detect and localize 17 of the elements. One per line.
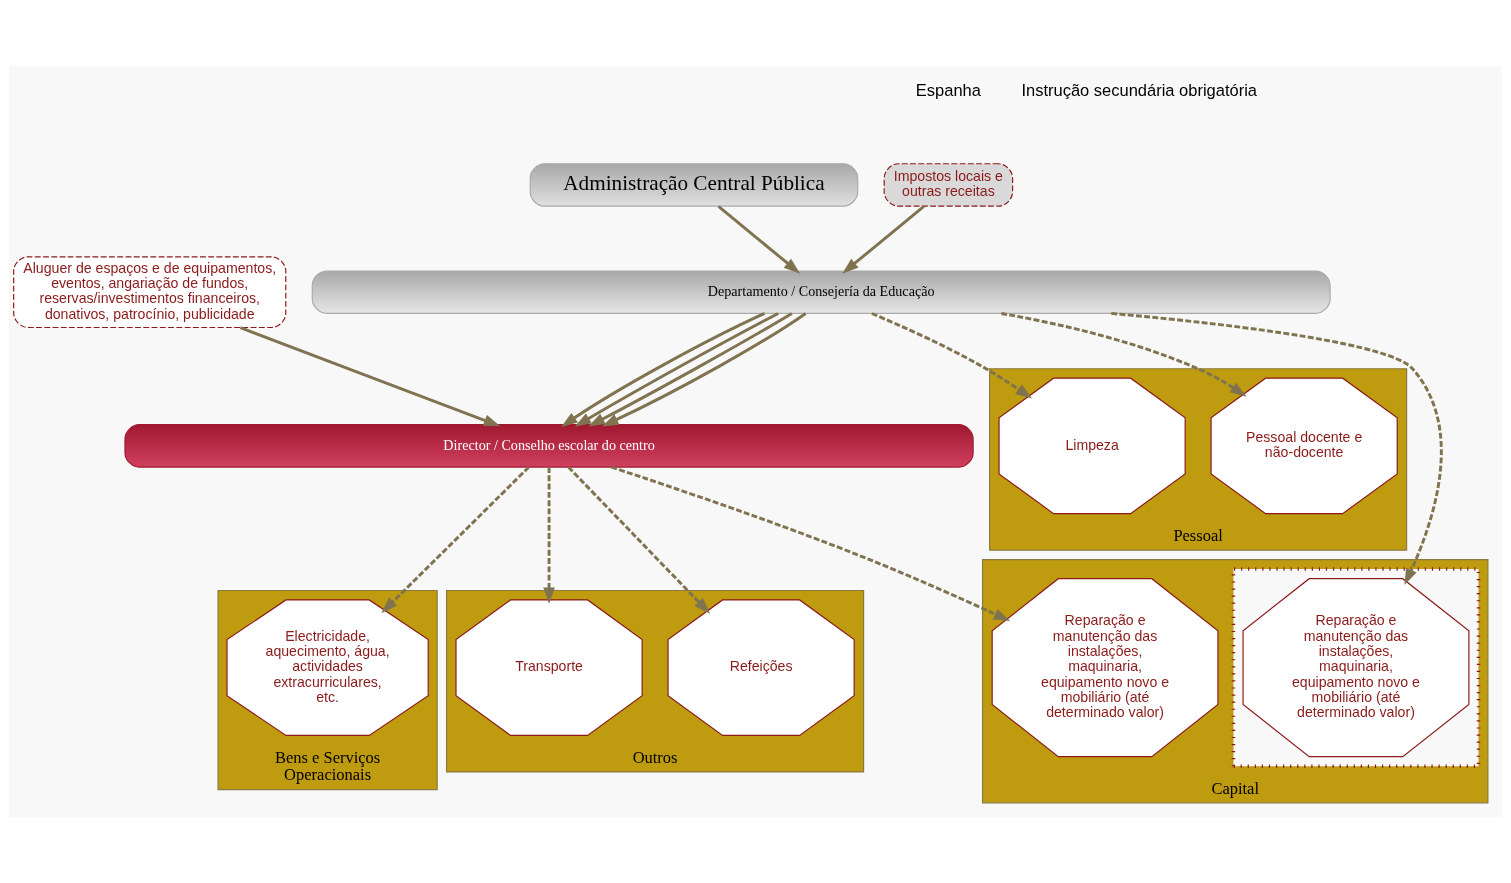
arrow <box>1111 311 1443 586</box>
node-box: Impostos locais e outras receitas <box>883 163 1014 207</box>
arrow <box>1001 312 1247 397</box>
arrow <box>842 205 925 274</box>
node-box: Administração Central Pública <box>529 163 859 207</box>
arrow <box>543 467 555 605</box>
node-box: Departamento / Consejería da Educação <box>311 270 1331 314</box>
arrow <box>610 465 1011 622</box>
arrow <box>381 466 530 614</box>
arrow <box>717 205 801 274</box>
label: Instrução secundária obrigatória <box>1021 81 1257 100</box>
arrow <box>567 466 711 614</box>
arrow <box>239 326 501 427</box>
node-box: Director / Conselho escolar do centro <box>124 424 974 468</box>
node-box: Aluguer de espaços e de equipamentos, eventos, angariação de fundos, reservas/investimentos financeiros, donativos, patrocínio, publicidade <box>13 256 287 329</box>
label: Espanha <box>915 81 981 100</box>
arrow <box>871 312 1033 399</box>
